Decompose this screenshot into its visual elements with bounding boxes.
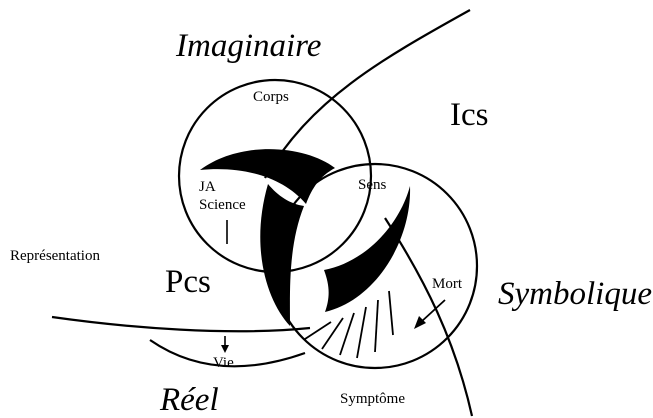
- science-label: Science: [199, 198, 246, 213]
- triskelion-blade-real: [260, 184, 304, 326]
- body-label: Corps: [253, 90, 289, 105]
- death-arrow: [414, 300, 445, 329]
- meaning-label: Sens: [358, 178, 386, 193]
- central-triskelion: [200, 149, 410, 326]
- ics-label: Ics: [450, 99, 488, 132]
- pcs-boundary-curve: [52, 317, 310, 331]
- pcs-label: Pcs: [165, 266, 211, 299]
- ja-label: JA: [199, 180, 216, 195]
- symbolic-label: Symbolique: [498, 278, 652, 311]
- imaginary-label: Imaginaire: [176, 30, 321, 63]
- life-arrow: [221, 336, 229, 353]
- symptom-label: Symptôme: [340, 392, 405, 407]
- real-label: Réel: [160, 384, 219, 417]
- symptom-boundary-curve: [385, 218, 472, 416]
- death-label: Mort: [432, 277, 462, 292]
- life-label: Vie: [213, 356, 234, 371]
- representation-label: Représentation: [10, 249, 100, 264]
